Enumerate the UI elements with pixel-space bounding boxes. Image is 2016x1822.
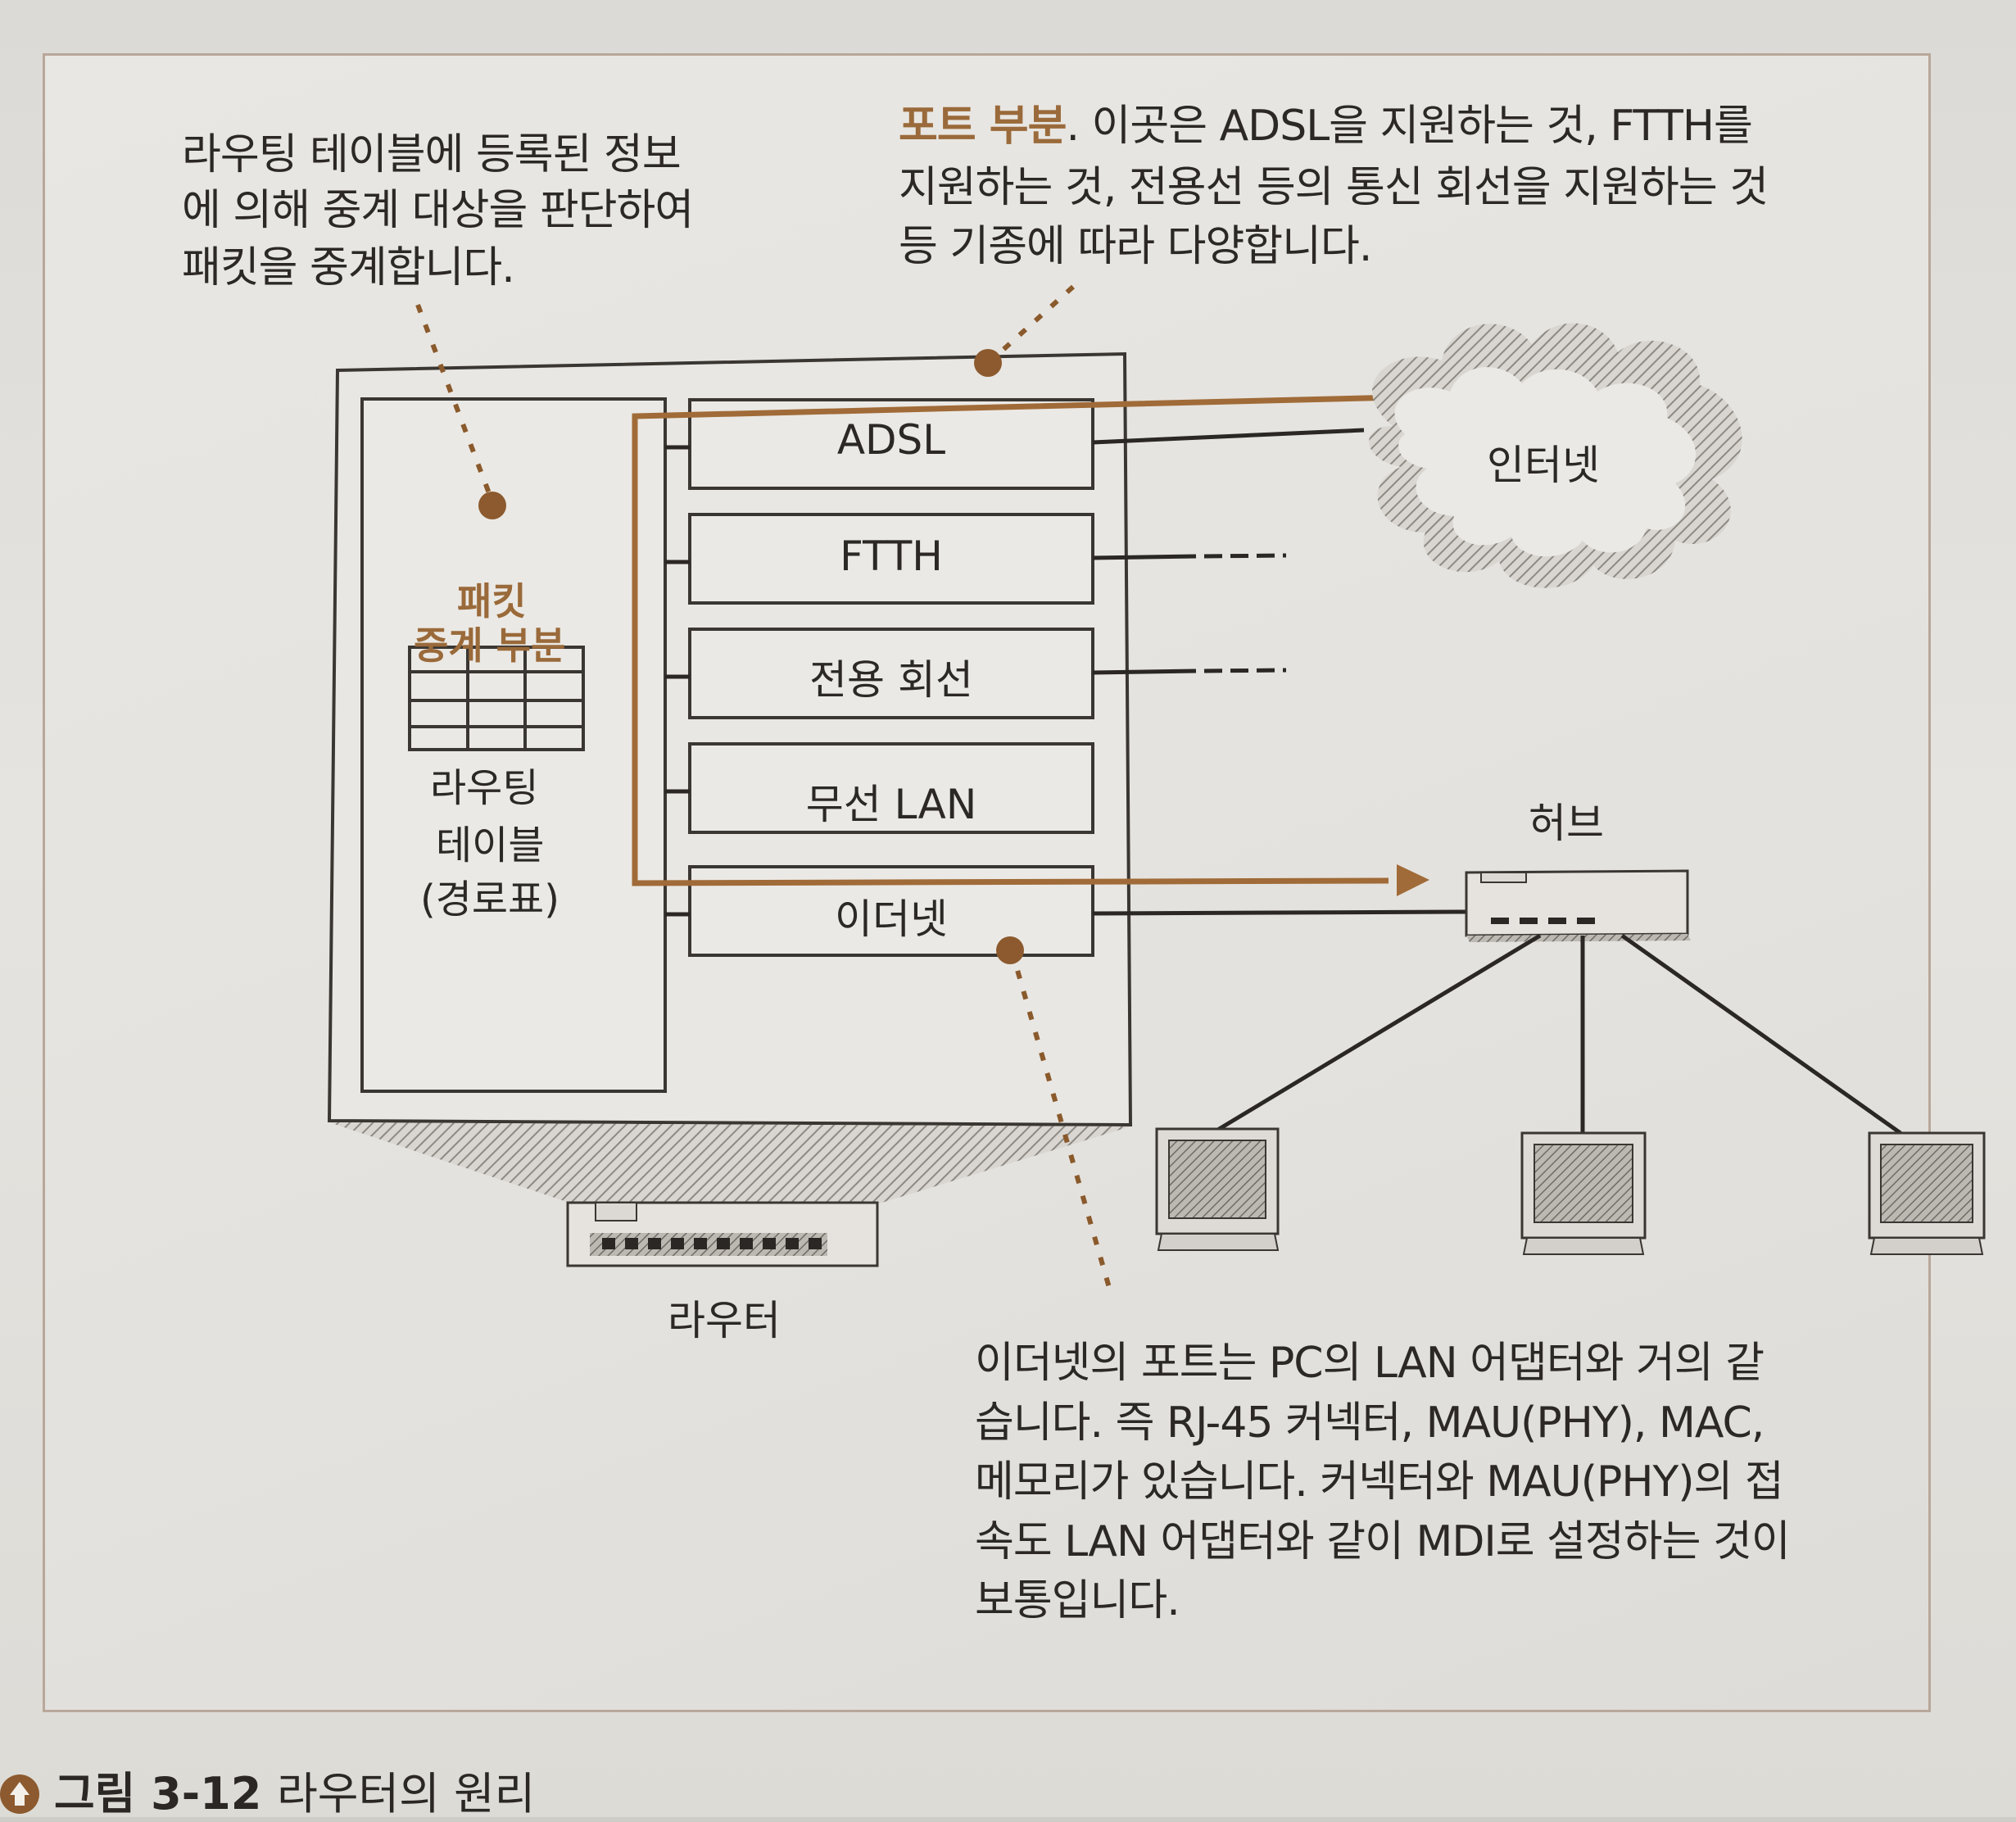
arrow-to-hub <box>1397 864 1429 896</box>
port-note-line-2: 지원하는 것, 전용선 등의 통신 회선을 지원하는 것 <box>899 163 1769 212</box>
internet-cloud-icon <box>1369 323 1742 588</box>
internet-label: 인터넷 <box>1487 442 1600 489</box>
port-note-highlight: 포트 부분 <box>899 102 1067 151</box>
ftth-line <box>1092 554 1197 560</box>
port-label-ftth: FTTH <box>840 533 943 580</box>
port-label-adsl: ADSL <box>836 416 946 464</box>
routing-note-line-3: 패킷을 중계합니다. <box>182 243 515 292</box>
ethernet-note-line-3: 메모리가 있습니다. 커넥터와 MAU(PHY)의 접 <box>975 1457 1784 1507</box>
hub-to-pc-lines <box>1211 933 1902 1135</box>
figure-up-arrow-icon <box>0 1774 39 1814</box>
relay-label-packet: 패킷 <box>457 579 527 623</box>
ethernet-note-line-1: 이더넷의 포트는 PC의 LAN 어댑터와 거의 같 <box>975 1339 1765 1388</box>
port-note-line-1: 포트 부분. 이곳은 ADSL을 지원하는 것, FTTH를 <box>899 94 1753 158</box>
ethernet-callout-leader <box>1009 950 1112 1291</box>
router-device-icon <box>566 1201 879 1267</box>
port-note-line-3: 등 기종에 따라 다양합니다. <box>899 222 1372 271</box>
leased-line <box>1092 669 1197 675</box>
port-lines <box>1092 428 1467 916</box>
routing-note-line-1: 라우팅 테이블에 등록된 정보 <box>182 130 682 179</box>
port-label-wireless-lan: 무선 LAN <box>805 781 977 828</box>
port-callout-leader <box>989 284 1076 363</box>
ethernet-line <box>1092 909 1467 916</box>
figure-title: 라우터의 원리 <box>277 1768 536 1820</box>
routing-table-label-2: 테이블 <box>436 823 545 868</box>
routing-note-line-2: 에 의해 중계 대상을 판단하여 <box>182 186 694 235</box>
port-box-ftth <box>688 513 1094 605</box>
relay-label-section: 중계 부분 <box>414 623 566 668</box>
ethernet-note-line-4: 속도 LAN 어댑터와 같이 MDI로 설정하는 것이 <box>975 1517 1791 1566</box>
ethernet-note-line-2: 습니다. 즉 RJ-45 커넥터, MAU(PHY), MAC, <box>975 1398 1765 1448</box>
ethernet-note-line-5: 보통입니다. <box>975 1576 1180 1625</box>
port-box-leased <box>688 628 1094 719</box>
callout-leaders <box>415 284 1112 1291</box>
router-funnel-shade <box>329 1122 1130 1204</box>
leased-line-dashed <box>1203 668 1287 673</box>
figure-number: 그림 3-12 <box>54 1768 262 1820</box>
port-box-adsl <box>688 398 1094 490</box>
routing-table-label-1: 라우팅 <box>430 765 539 811</box>
pc-icon-2 <box>1520 1131 1647 1255</box>
routing-table-icon <box>408 646 585 751</box>
hub-device-icon <box>1465 869 1691 942</box>
port-label-leased-line: 전용 회선 <box>809 656 973 704</box>
routing-callout-leader <box>415 303 494 501</box>
ftth-line-dashed <box>1203 553 1287 559</box>
port-box-wireless <box>688 742 1094 834</box>
port-stubs <box>665 445 690 917</box>
figure-caption: 그림 3-12 라우터의 원리 <box>0 1757 535 1822</box>
adsl-line <box>1092 428 1365 445</box>
routing-table-label-3: (경로표) <box>420 877 559 922</box>
router-device-label: 라우터 <box>668 1297 781 1344</box>
port-label-ethernet: 이더넷 <box>835 895 948 943</box>
callout-dots <box>478 349 1024 964</box>
hub-label: 허브 <box>1529 800 1604 847</box>
port-note-line-1-rest: . 이곳은 ADSL을 지원하는 것, FTTH를 <box>1066 102 1752 151</box>
pc-icon-3 <box>1868 1131 1986 1255</box>
pc-icon-1 <box>1155 1127 1280 1251</box>
